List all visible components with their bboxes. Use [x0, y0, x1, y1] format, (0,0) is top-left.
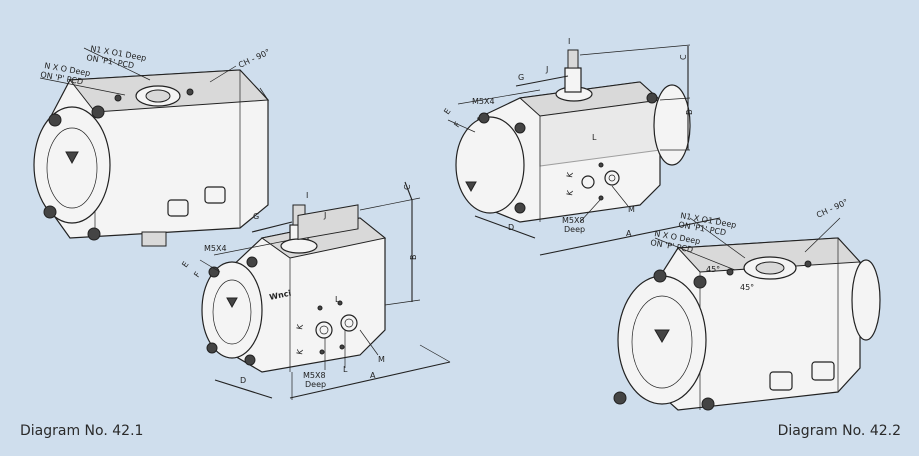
- label-a-front: A: [370, 371, 376, 380]
- actuator-bottom-center: Wnci: [201, 204, 387, 373]
- label-ch-top-left: CH - 90°: [237, 47, 271, 69]
- label-g-front: G: [253, 212, 259, 221]
- label-e-front: E: [180, 260, 190, 269]
- label-l-rear: L: [592, 133, 597, 142]
- label-j-front: J: [323, 211, 326, 220]
- label-k1-rear: K: [565, 171, 575, 178]
- label-deep-front: Deep: [305, 380, 326, 389]
- label-e-rear: E: [442, 107, 452, 116]
- label-f-front: F: [192, 270, 202, 279]
- label-i-front: I: [306, 191, 308, 200]
- bottom-center-dims: G I J C B M5X4 E F L K K M5X8 Deep L M D…: [180, 181, 451, 400]
- label-f-rear: F: [452, 120, 462, 129]
- label-k1-front: K: [295, 323, 305, 330]
- label-c-rear: C: [679, 54, 688, 60]
- caption-left: Diagram No. 42.1: [20, 423, 144, 439]
- actuator-top-left: [33, 69, 270, 247]
- label-g-rear: G: [518, 73, 524, 82]
- caption-right: Diagram No. 42.2: [777, 423, 901, 439]
- label-b-rear: B: [685, 110, 694, 116]
- label-m-front: M: [378, 355, 385, 364]
- label-45a: 45°: [706, 265, 720, 274]
- label-m5x8-rear: M5X8: [562, 216, 585, 225]
- label-l2-front: L: [343, 365, 348, 374]
- actuator-bottom-right: [613, 237, 881, 411]
- top-right-dims: G I J C B M5X4 E F L K K M5X8 Deep M D A: [442, 37, 721, 256]
- label-m5x4-rear: M5X4: [472, 97, 495, 106]
- label-m5x8-front: M5X8: [303, 371, 326, 380]
- actuator-top-right: [455, 49, 691, 223]
- label-m-rear: M: [628, 205, 635, 214]
- label-l-front: L: [335, 295, 340, 304]
- label-j-rear: J: [545, 65, 548, 74]
- label-m5x4-front: M5X4: [204, 244, 227, 253]
- label-b-front: B: [409, 255, 418, 261]
- label-k2-front: K: [295, 348, 305, 355]
- label-deep-rear: Deep: [564, 225, 585, 234]
- label-d-front: D: [240, 376, 246, 385]
- label-c-front: C: [403, 184, 412, 190]
- label-a-rear: A: [626, 229, 632, 238]
- label-ch-br: CH - 90°: [815, 197, 849, 219]
- label-k2-rear: K: [565, 189, 575, 196]
- label-i-rear: I: [568, 37, 570, 46]
- label-d-rear: D: [508, 223, 514, 232]
- label-45b: 45°: [740, 283, 754, 292]
